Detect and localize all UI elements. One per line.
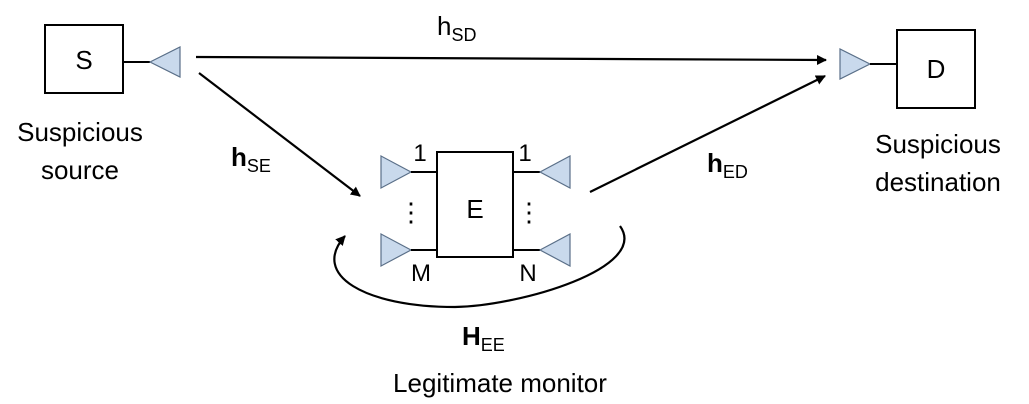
destination-node: D xyxy=(839,29,976,109)
label-h-se: hSE xyxy=(231,142,271,176)
label-h-sd: hSD xyxy=(437,11,476,45)
monitor-rx-label-bottom: M xyxy=(411,260,431,287)
source-box xyxy=(44,24,124,94)
monitor-rx-antenna-bottom-icon xyxy=(380,233,413,267)
source-caption-line1: Suspicious xyxy=(17,117,143,147)
monitor-node: E 1 ⋮ M 1 ⋮ N xyxy=(380,140,571,287)
link-self-interference-loop xyxy=(333,225,626,309)
monitor-letter: E xyxy=(466,194,483,224)
link-source-destination xyxy=(195,54,827,65)
source-caption-line2: source xyxy=(41,155,119,185)
monitor-caption: Legitimate monitor xyxy=(393,368,607,398)
destination-box xyxy=(896,29,976,109)
label-H-ee: HEE xyxy=(462,321,505,355)
link-source-monitor xyxy=(198,72,361,197)
monitor-rx-antenna-top-icon xyxy=(380,155,413,189)
monitor-tx-label-top: 1 xyxy=(518,140,531,167)
monitor-tx-label-bottom: N xyxy=(519,260,536,287)
destination-caption-line1: Suspicious xyxy=(875,129,1001,159)
source-antenna-icon xyxy=(148,46,181,78)
destination-antenna-icon xyxy=(839,48,872,80)
source-letter: S xyxy=(75,45,92,75)
monitor-box xyxy=(436,151,514,258)
link-monitor-destination xyxy=(589,75,826,193)
monitor-tx-ellipsis: ⋮ xyxy=(516,197,542,227)
monitor-tx-antenna-top-icon xyxy=(538,155,571,189)
monitor-rx-ellipsis: ⋮ xyxy=(398,197,424,227)
destination-letter: D xyxy=(927,54,946,84)
label-h-ed: hED xyxy=(707,148,748,182)
monitor-tx-antenna-bottom-icon xyxy=(538,233,571,267)
source-node: S xyxy=(44,24,181,94)
monitor-rx-label-top: 1 xyxy=(413,140,426,167)
destination-caption-line2: destination xyxy=(875,167,1001,197)
